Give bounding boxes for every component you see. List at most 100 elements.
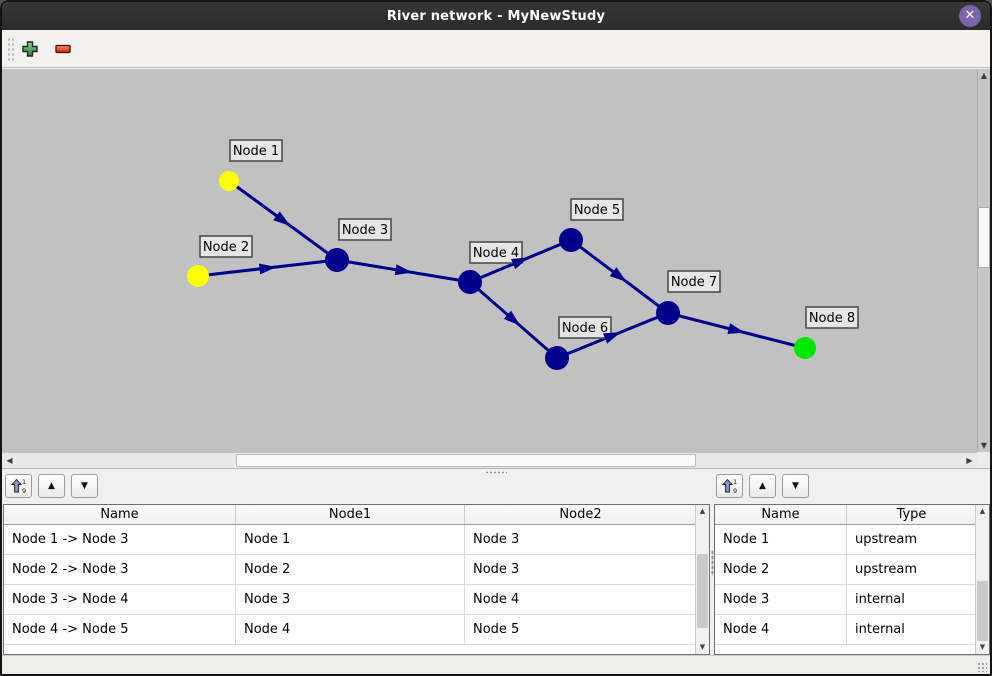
links-move-up-button[interactable]: ▲	[38, 474, 65, 498]
close-icon[interactable]: ✕	[959, 5, 981, 27]
table-cell[interactable]: Node 4	[236, 615, 465, 644]
edge-arrow-icon	[511, 257, 529, 270]
horizontal-scroll-thumb[interactable]	[236, 454, 696, 467]
links-move-down-button[interactable]: ▼	[71, 474, 98, 498]
river-node[interactable]	[458, 270, 482, 294]
node-label: Node 2	[199, 235, 253, 258]
edge-arrow-icon	[727, 323, 746, 334]
table-cell[interactable]: Node 3	[465, 555, 697, 584]
nodes-sort-button[interactable]: 1 9	[716, 474, 743, 498]
table-cell[interactable]: upstream	[847, 525, 977, 554]
scroll-up-icon[interactable]: ▲	[979, 507, 986, 515]
svg-text:Node 3: Node 3	[342, 223, 388, 238]
river-node[interactable]	[656, 301, 680, 325]
table-cell[interactable]: Node 2 -> Node 3	[4, 555, 236, 584]
titlebar[interactable]: River network - MyNewStudy ✕	[2, 2, 990, 30]
window-title: River network - MyNewStudy	[386, 8, 606, 24]
links-column-header[interactable]: Node2	[465, 505, 697, 524]
sort-ascending-icon: 1 9	[10, 478, 26, 494]
edge-arrow-icon	[503, 310, 521, 326]
scroll-down-icon[interactable]: ▼	[980, 441, 988, 450]
river-node[interactable]	[219, 171, 239, 191]
table-cell[interactable]: Node 3	[465, 525, 697, 554]
scroll-up-icon[interactable]: ▲	[699, 507, 706, 515]
scroll-right-icon[interactable]: ▶	[966, 456, 973, 465]
scroll-up-icon[interactable]: ▲	[980, 71, 988, 80]
svg-text:1: 1	[22, 478, 26, 486]
remove-node-button[interactable]	[51, 37, 75, 61]
nodes-column-header[interactable]: Name	[715, 505, 847, 524]
nodes-move-down-button[interactable]: ▼	[782, 474, 809, 498]
resize-grip-icon[interactable]	[977, 662, 987, 672]
scroll-down-icon[interactable]: ▼	[699, 643, 706, 651]
table-cell[interactable]: upstream	[847, 555, 977, 584]
edge-arrow-icon	[394, 264, 413, 276]
scroll-left-icon[interactable]: ◀	[6, 456, 13, 465]
table-cell[interactable]: Node 4	[465, 585, 697, 614]
table-scroll-thumb[interactable]	[697, 554, 708, 628]
links-column-header[interactable]: Node1	[236, 505, 465, 524]
links-sort-button[interactable]: 1 9	[5, 474, 32, 498]
table-cell[interactable]: Node 2	[715, 555, 847, 584]
add-node-button[interactable]	[18, 37, 42, 61]
node-label: Node 4	[469, 241, 523, 264]
plus-icon	[22, 41, 38, 57]
edge-arrow-icon	[273, 211, 291, 226]
river-node[interactable]	[559, 228, 583, 252]
table-empty-row	[715, 645, 989, 654]
up-arrow-icon: ▲	[48, 481, 55, 491]
canvas-vertical-scrollbar[interactable]: ▲ ▼	[977, 69, 990, 452]
table-cell[interactable]: Node 2	[236, 555, 465, 584]
svg-text:Node 4: Node 4	[473, 246, 519, 261]
links-column-header[interactable]: Name	[4, 505, 236, 524]
table-cell[interactable]: internal	[847, 615, 977, 644]
scrollbar-corner	[977, 452, 990, 468]
table-cell[interactable]: Node 1	[236, 525, 465, 554]
table-cell[interactable]: Node 4	[715, 615, 847, 644]
svg-text:Node 8: Node 8	[809, 311, 855, 326]
table-cell[interactable]: Node 1 -> Node 3	[4, 525, 236, 554]
canvas-horizontal-scrollbar[interactable]: ◀ ▶	[2, 452, 977, 468]
table-scroll-thumb[interactable]	[977, 581, 988, 641]
table-cell[interactable]: Node 5	[465, 615, 697, 644]
svg-text:Node 5: Node 5	[574, 203, 620, 218]
node-label: Node 8	[805, 306, 859, 329]
toolbar-drag-handle-icon[interactable]	[7, 37, 14, 61]
table-cell[interactable]: Node 3	[236, 585, 465, 614]
table-cell[interactable]: Node 3 -> Node 4	[4, 585, 236, 614]
nodes-column-header[interactable]: Type	[847, 505, 977, 524]
river-node[interactable]	[794, 337, 816, 359]
river-node[interactable]	[545, 346, 569, 370]
scroll-down-icon[interactable]: ▼	[979, 643, 986, 651]
table-cell[interactable]: Node 4 -> Node 5	[4, 615, 236, 644]
table-cell[interactable]: internal	[847, 585, 977, 614]
table-cell[interactable]: Node 3	[715, 585, 847, 614]
horizontal-splitter[interactable]	[2, 468, 990, 474]
nodes-table-scrollbar[interactable]: ▲ ▼	[975, 505, 989, 654]
sort-ascending-icon: 1 9	[721, 478, 737, 494]
vertical-scroll-thumb[interactable]	[978, 207, 990, 268]
vertical-splitter[interactable]	[710, 550, 715, 576]
table-cell[interactable]: Node 1	[715, 525, 847, 554]
minus-icon	[55, 44, 71, 54]
splitter-dots-icon	[485, 471, 507, 474]
river-node[interactable]	[187, 265, 209, 287]
nodes-move-up-button[interactable]: ▲	[749, 474, 776, 498]
links-table-scrollbar[interactable]: ▲ ▼	[695, 505, 709, 654]
down-arrow-icon: ▼	[81, 481, 88, 491]
river-node[interactable]	[325, 248, 349, 272]
